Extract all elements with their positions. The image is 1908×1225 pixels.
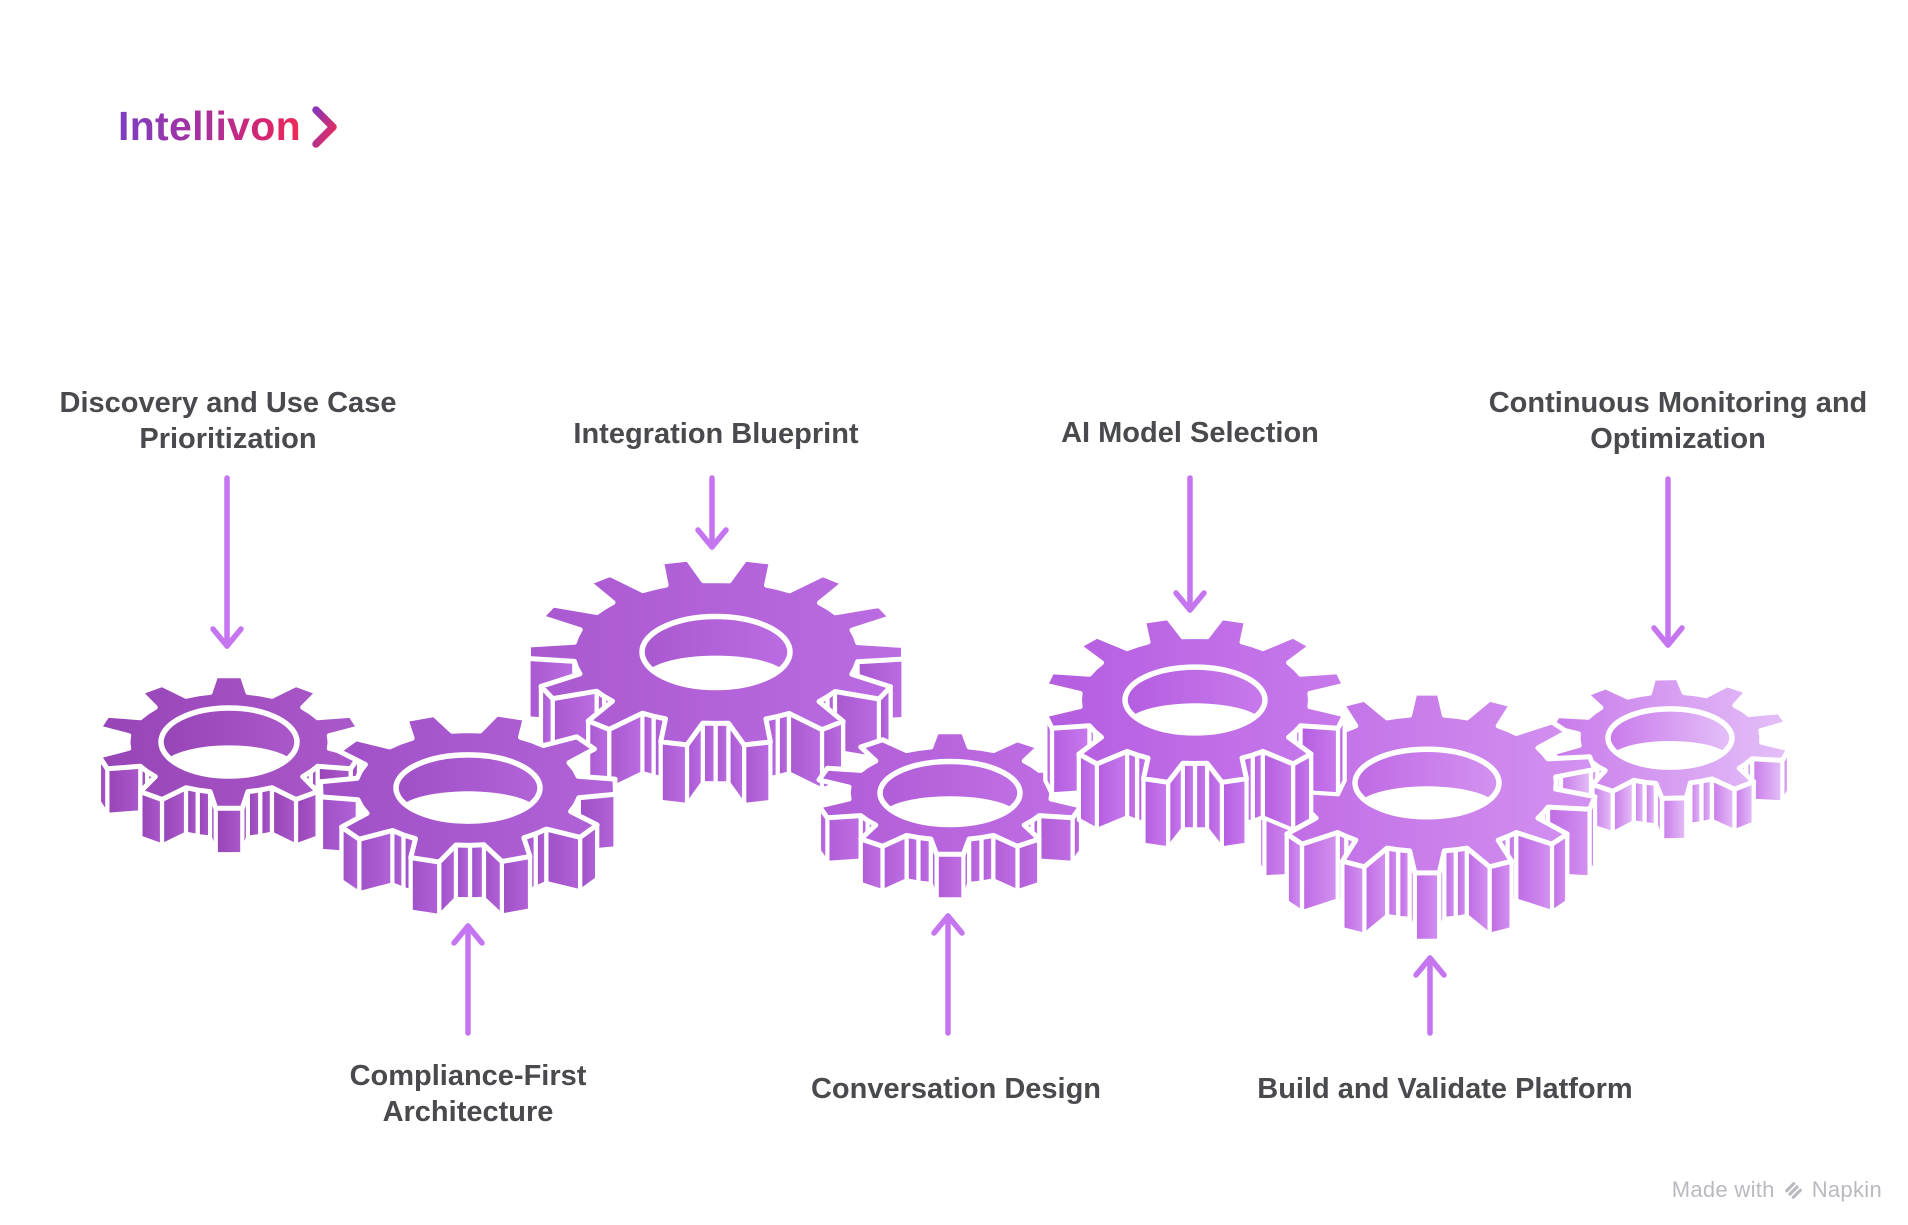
footer-brand: Napkin (1811, 1177, 1882, 1202)
arrow-ai_model (1173, 475, 1207, 613)
logo: Intellivon (118, 104, 338, 148)
made-with-napkin: Made with Napkin (1672, 1177, 1882, 1203)
arrow-build (1413, 955, 1447, 1036)
logo-text: Intellivon (118, 102, 301, 149)
gear-discovery (96, 673, 362, 857)
gear-conversation (816, 729, 1084, 902)
arrow-discovery (210, 475, 244, 649)
label-ai_model: AI Model Selection (1061, 417, 1319, 449)
gear-compliance (318, 711, 618, 919)
logo-chevron-icon (312, 106, 337, 148)
gear-integration (526, 556, 906, 807)
label-build: Build and Validate Platform (1257, 1073, 1633, 1105)
stage-arrows (210, 475, 1685, 1036)
label-integration: Integration Blueprint (573, 418, 859, 450)
arrow-compliance (451, 923, 485, 1036)
gear-ai_model (1042, 615, 1348, 851)
arrow-integration (695, 475, 729, 550)
napkin-icon (1784, 1181, 1802, 1199)
arrow-conversation (931, 913, 965, 1036)
arrow-continuous (1651, 476, 1685, 648)
label-conversation: Conversation Design (810, 1073, 1102, 1105)
footer-text: Made with (1671, 1177, 1775, 1202)
